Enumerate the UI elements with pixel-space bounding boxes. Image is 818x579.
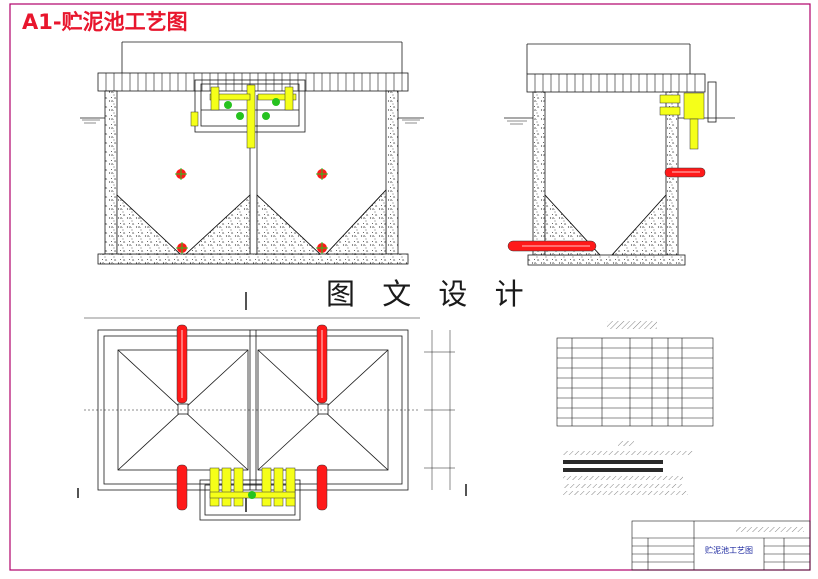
section-2-2-view	[504, 43, 735, 266]
material-table	[556, 321, 714, 427]
title-block	[631, 520, 811, 571]
section-2-2-pipes	[507, 92, 706, 252]
drawing-frame	[9, 3, 811, 571]
drawing-title: A1-贮泥池工艺图	[22, 10, 188, 34]
plan-view	[77, 292, 467, 521]
watermark-text: 图 文 设 计	[326, 277, 533, 311]
plan-view-pipes	[176, 324, 328, 511]
notes-block	[563, 441, 693, 495]
sheet-name: 贮泥池工艺图	[705, 546, 753, 555]
section-1-1-view	[80, 41, 424, 265]
section-1-1-pipes	[175, 84, 328, 254]
